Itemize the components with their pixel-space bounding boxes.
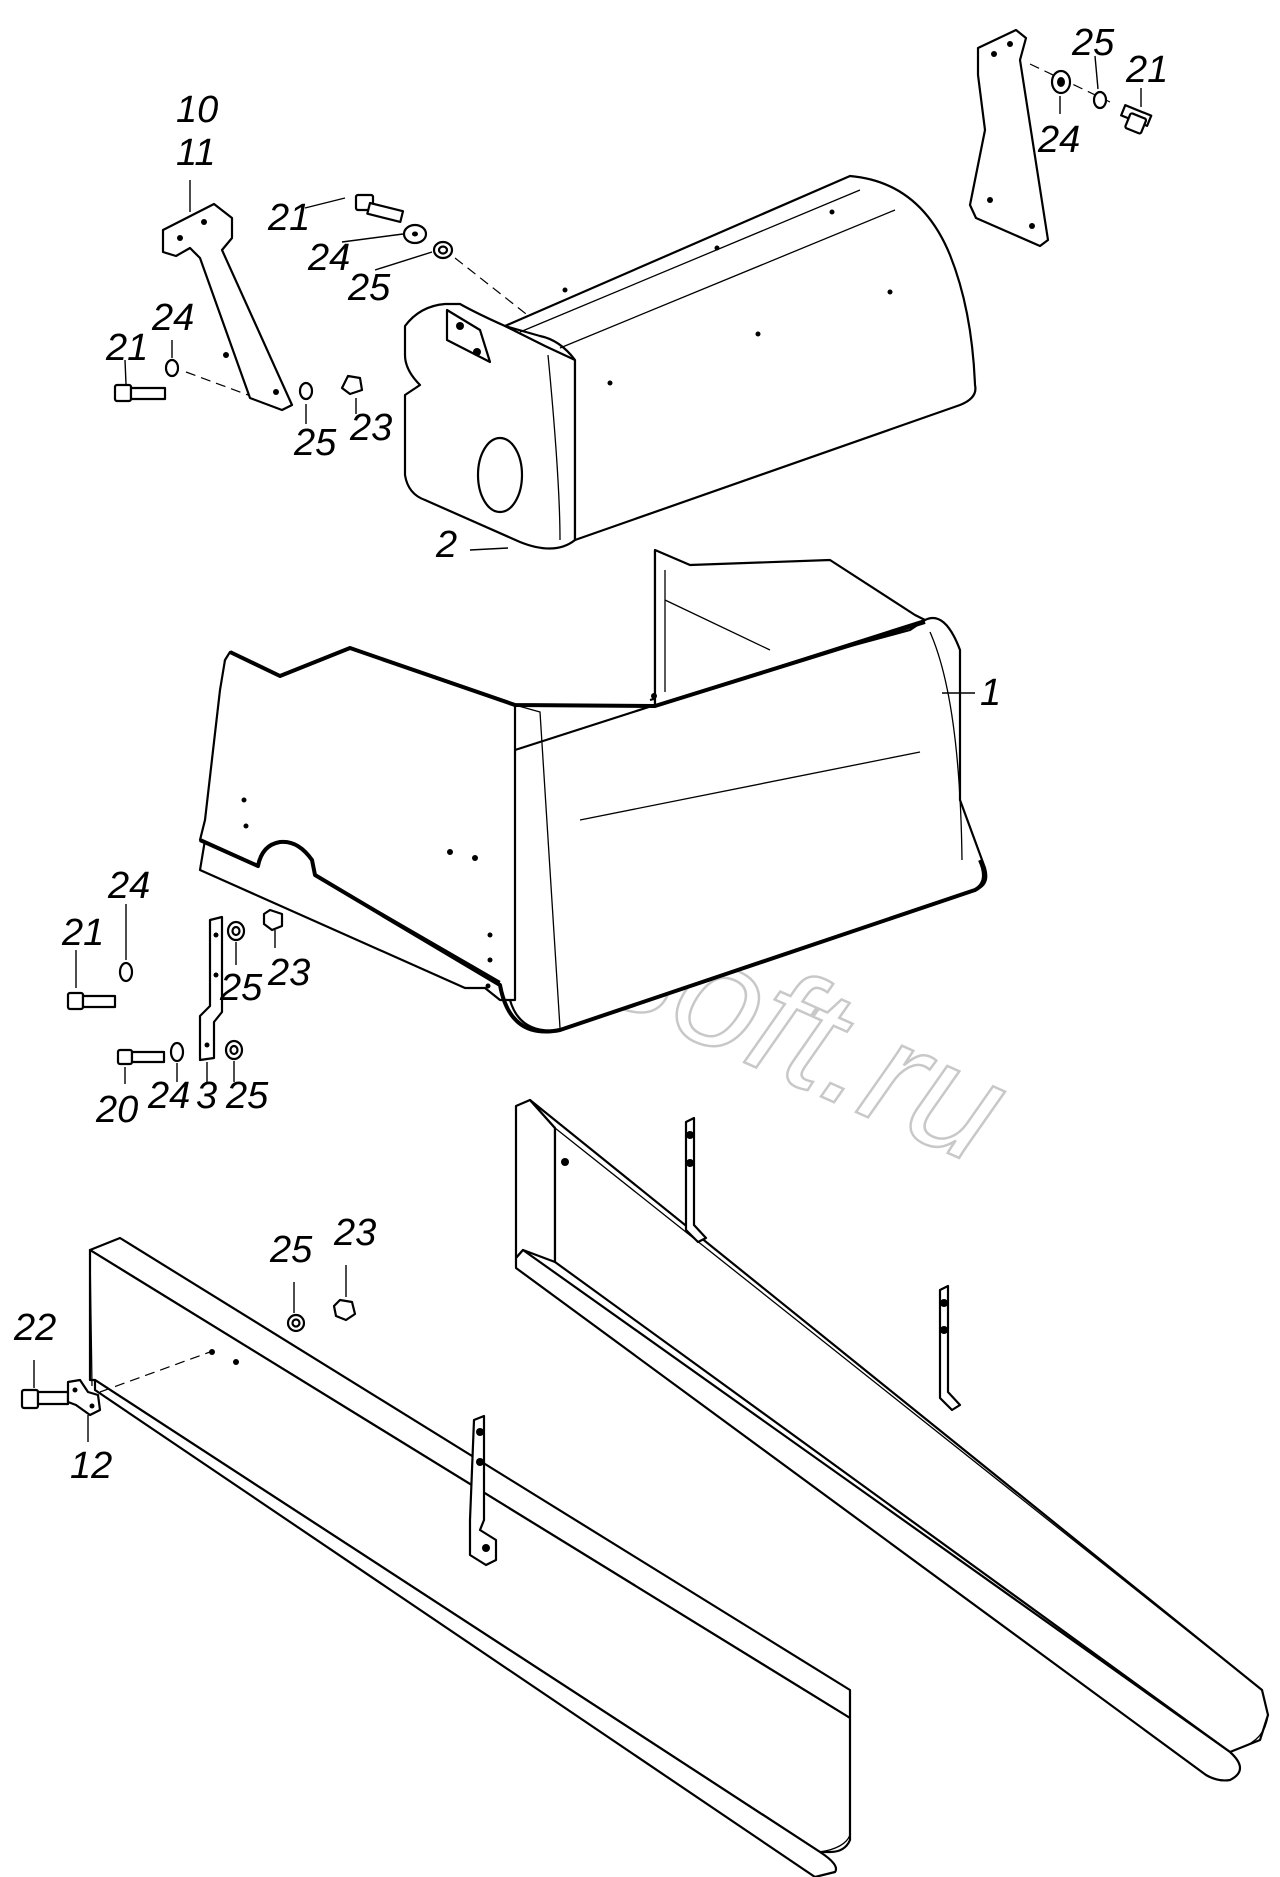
channel-left	[88, 1236, 852, 1877]
washer-25-bottom	[286, 1313, 306, 1333]
washer-25-right	[1092, 90, 1108, 110]
bracket-12	[66, 1378, 102, 1417]
washer-25-top	[432, 240, 454, 260]
callout-24: 24	[107, 865, 150, 907]
callout-21: 21	[267, 197, 310, 239]
assembly-line-left-bracket	[185, 371, 249, 396]
cover-part-2	[403, 174, 977, 550]
channel-right-bracket-upper	[684, 1116, 708, 1244]
callout-25: 25	[1071, 22, 1115, 64]
callout-21: 21	[61, 912, 104, 954]
bolt-20	[116, 1048, 166, 1066]
nut-23-bottom	[332, 1298, 357, 1322]
callout-23: 23	[267, 952, 310, 994]
callout-25: 25	[269, 1229, 313, 1271]
callout-labels: 10 11 21 24 23 25 21 24 25 2 25 21 24 1 …	[13, 22, 1168, 1487]
channel-right	[514, 1098, 1270, 1782]
callout-25: 25	[347, 267, 391, 309]
bolt-22	[20, 1388, 70, 1410]
leader-lines	[33, 55, 1142, 1442]
callout-20: 20	[95, 1089, 138, 1131]
washer-24-lower	[169, 1041, 185, 1063]
bolt-21-middle	[66, 991, 117, 1011]
washer-24-left	[164, 358, 180, 378]
callout-22: 22	[13, 1307, 56, 1349]
callout-2: 2	[435, 524, 457, 566]
callout-24: 24	[147, 1075, 190, 1117]
callout-10: 10	[176, 89, 218, 131]
washer-25-lower	[224, 1039, 244, 1061]
washer-24-right	[1050, 69, 1072, 95]
washer-25-left	[298, 381, 314, 401]
callout-21: 21	[1125, 49, 1168, 91]
nut-23-middle	[262, 908, 284, 932]
right-bracket	[968, 28, 1050, 248]
callout-21: 21	[105, 327, 148, 369]
callout-25: 25	[219, 967, 263, 1009]
cover-mounting-tab	[445, 308, 492, 364]
washer-24-middle	[118, 961, 134, 983]
bolt-21-right	[1120, 104, 1153, 135]
callout-1: 1	[980, 672, 1001, 714]
nut-23-left	[340, 374, 364, 396]
washer-25-middle	[226, 920, 246, 942]
callout-24: 24	[151, 297, 194, 339]
channel-right-bracket-lower	[938, 1284, 962, 1412]
callout-12: 12	[70, 1445, 112, 1487]
channel-left-bracket	[468, 1414, 498, 1567]
assembly-line-bottom	[99, 1351, 211, 1393]
callout-24: 24	[307, 237, 350, 279]
washer-24-top	[402, 223, 428, 245]
strip-3	[198, 915, 224, 1062]
callout-11: 11	[176, 132, 215, 174]
callout-3: 3	[196, 1075, 217, 1117]
bolt-21-left	[113, 383, 167, 403]
callout-23: 23	[333, 1212, 376, 1254]
callout-25: 25	[225, 1075, 269, 1117]
housing-part-1	[198, 548, 988, 1034]
callout-25: 25	[293, 422, 337, 464]
bolt-21-top	[354, 193, 405, 223]
callout-24: 24	[1037, 119, 1080, 161]
left-bracket	[161, 202, 294, 412]
callout-23: 23	[349, 407, 392, 449]
